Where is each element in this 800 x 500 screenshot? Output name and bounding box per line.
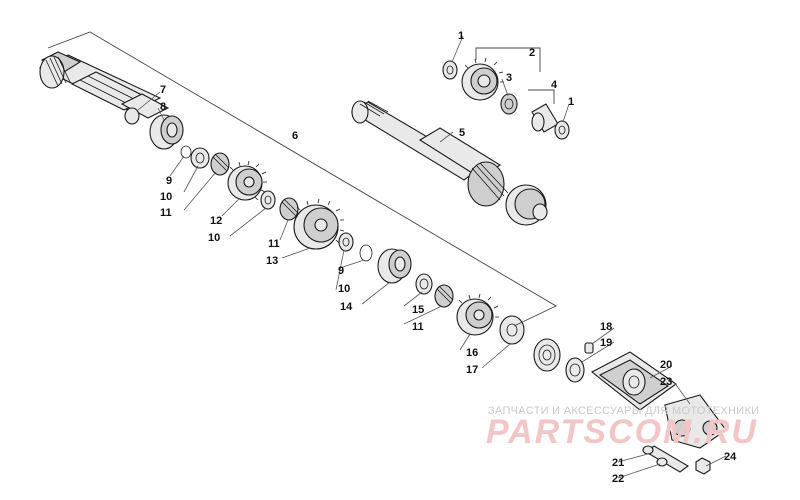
callout-14: 14 <box>340 301 353 313</box>
callout-12: 12 <box>210 215 222 227</box>
callout-5: 5 <box>459 127 465 139</box>
callout-4: 4 <box>551 79 558 91</box>
callout-1b: 1 <box>568 96 574 108</box>
bracket-4 <box>528 89 555 104</box>
callout-22: 22 <box>612 473 624 485</box>
watermark-subtitle: ЗАПЧАСТИ И АКСЕССУАРЫ ДЛЯ МОТОТЕХНИКИ <box>488 405 760 417</box>
callout-18: 18 <box>600 321 612 333</box>
callout-9b: 9 <box>338 265 344 277</box>
callout-16: 16 <box>466 347 478 359</box>
needle-bearing-11c <box>434 284 454 308</box>
callout-7: 7 <box>160 84 166 96</box>
snap-ring-9a <box>180 145 192 159</box>
washer-10b <box>260 190 276 210</box>
callout-2: 2 <box>529 47 535 59</box>
needle-bearing-11a <box>210 152 230 176</box>
watermark-brand: PARTSCOM.RU <box>486 413 758 451</box>
washer-10c <box>338 232 354 252</box>
input-shaft <box>38 51 170 125</box>
callout-10a: 10 <box>160 191 172 203</box>
callout-6: 6 <box>292 130 298 142</box>
snap-ring-9b <box>359 244 373 262</box>
callout-10c: 10 <box>338 283 350 295</box>
gear-13 <box>293 198 345 250</box>
gear-2 <box>461 57 504 101</box>
callout-11a: 11 <box>160 207 172 219</box>
bracket-6 <box>47 31 557 327</box>
washer-10a <box>190 147 210 169</box>
hub-8 <box>149 114 184 150</box>
callout-11c: 11 <box>412 321 424 333</box>
callout-9a: 9 <box>166 175 172 187</box>
callout-19: 19 <box>600 337 612 349</box>
needle-bearing-11b <box>279 197 299 221</box>
callout-10b: 10 <box>208 232 220 244</box>
bracket-2 <box>475 47 541 72</box>
callout-13: 13 <box>266 255 278 267</box>
callout-15: 15 <box>412 304 424 316</box>
dowel-18 <box>584 342 594 354</box>
callout-11b: 11 <box>268 238 280 250</box>
bushing-3 <box>500 93 518 115</box>
washer-15 <box>415 273 433 295</box>
washer-1b <box>554 120 570 140</box>
leader-lines <box>137 35 727 479</box>
cover-20 <box>590 351 677 411</box>
callout-17: 17 <box>466 364 478 376</box>
callout-24: 24 <box>724 451 737 463</box>
nut-24 <box>695 457 711 475</box>
seal-19 <box>565 357 585 383</box>
washer-1a <box>442 60 458 80</box>
shift-mechanism-23 <box>664 394 727 449</box>
gear-16 <box>456 293 499 336</box>
callout-23: 23 <box>660 376 672 388</box>
spacer-4 <box>531 103 559 133</box>
callout-20: 20 <box>660 359 672 371</box>
hub-14 <box>377 248 412 284</box>
countershaft-5 <box>350 100 548 226</box>
gear-12 <box>227 160 267 201</box>
callout-1a: 1 <box>458 30 464 42</box>
ball-bearing <box>533 338 561 372</box>
callout-3: 3 <box>506 72 512 84</box>
callout-21: 21 <box>612 457 624 469</box>
callout-labels: 1 2 3 4 1 5 6 7 8 9 10 11 12 10 11 13 9 … <box>160 30 737 485</box>
callout-8: 8 <box>160 101 166 113</box>
washer-17 <box>499 315 525 345</box>
